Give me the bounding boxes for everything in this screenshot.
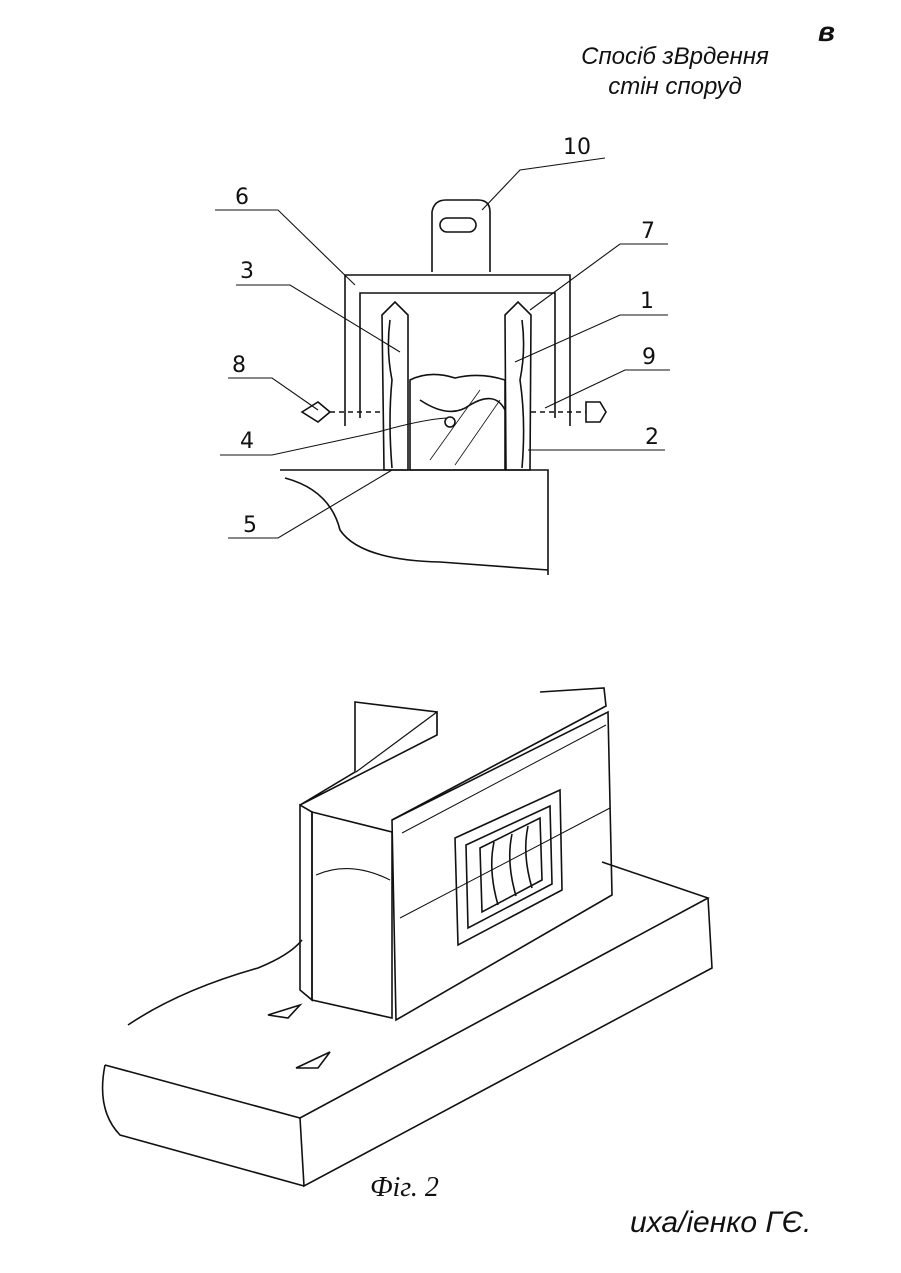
eye-hole bbox=[440, 218, 476, 232]
callout-10: 10 bbox=[563, 135, 591, 160]
figure-caption: Фіг. 2 bbox=[370, 1172, 439, 1204]
callout-8: 8 bbox=[232, 353, 246, 378]
window-balusters bbox=[480, 818, 542, 912]
lifting-eye bbox=[432, 200, 490, 272]
callout-1: 1 bbox=[640, 289, 654, 314]
right-panel bbox=[505, 302, 531, 470]
front-panel bbox=[392, 712, 612, 1020]
callout-4: 4 bbox=[240, 429, 254, 454]
callout-6: 6 bbox=[235, 185, 249, 210]
window-frame bbox=[455, 790, 562, 945]
callout-2: 2 bbox=[645, 425, 659, 450]
back-panel-top bbox=[392, 688, 606, 820]
author-signature: иха/іенко ГЄ. bbox=[630, 1206, 811, 1240]
u-frame-outer bbox=[345, 275, 570, 426]
callout-7: 7 bbox=[641, 219, 655, 244]
left-outer-panel bbox=[300, 805, 312, 1000]
concrete-core bbox=[410, 374, 505, 470]
core-void bbox=[445, 417, 455, 427]
slab-left-edge bbox=[103, 1065, 304, 1186]
left-panel bbox=[382, 302, 408, 470]
groove-1 bbox=[268, 1005, 300, 1018]
foundation-edge bbox=[285, 478, 548, 570]
callout-5: 5 bbox=[243, 513, 257, 538]
groove-2 bbox=[296, 1052, 330, 1068]
left-panel-wave bbox=[388, 320, 392, 468]
section-view bbox=[215, 158, 670, 575]
callout-9: 9 bbox=[642, 345, 656, 370]
callout-3: 3 bbox=[240, 259, 254, 284]
foundation-top bbox=[280, 470, 548, 575]
right-bolt-nut bbox=[586, 402, 606, 422]
window-inner bbox=[466, 806, 552, 928]
core-seam bbox=[420, 399, 505, 412]
left-bolt-nut bbox=[302, 402, 330, 422]
isometric-view bbox=[103, 688, 712, 1186]
slab-front bbox=[300, 898, 712, 1186]
right-panel-wave bbox=[520, 320, 524, 468]
concrete-infill bbox=[312, 812, 392, 1018]
